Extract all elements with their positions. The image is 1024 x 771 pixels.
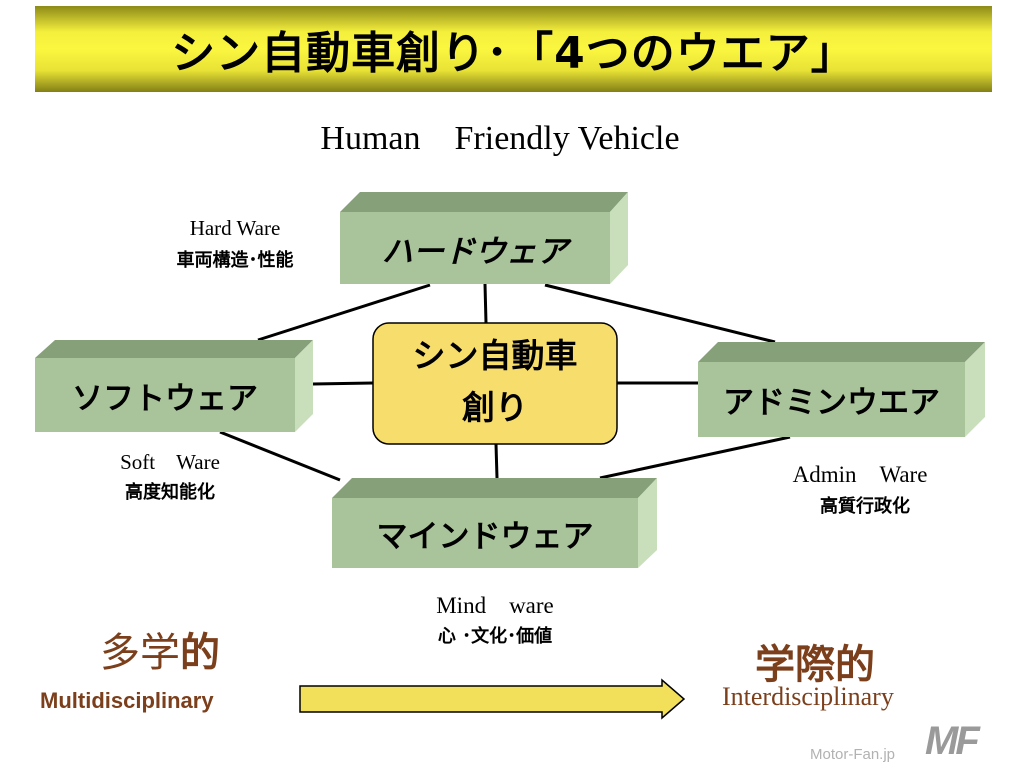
interdisciplinary-en: Interdisciplinary bbox=[722, 682, 894, 711]
hardware-box: ハードウェア bbox=[382, 233, 568, 270]
box-mind-shape bbox=[332, 478, 657, 568]
admin-label-jp: 高質行政化 bbox=[820, 496, 910, 517]
arrow-right-icon bbox=[299, 678, 686, 720]
multidisciplinary-en: Multidisciplinary bbox=[40, 688, 214, 713]
software-box: ソフトウェア bbox=[72, 380, 258, 417]
box-side-face bbox=[638, 478, 657, 568]
adminware-box: アドミンウエア bbox=[723, 385, 940, 421]
box-soft-shape bbox=[35, 340, 313, 432]
connector-line bbox=[599, 435, 791, 480]
soft-label-en: Soft Ware bbox=[120, 450, 220, 474]
title-banner: シン自動車創り･「4つのウエア」 bbox=[35, 6, 992, 92]
box-hard-shape bbox=[340, 192, 628, 284]
connector-line bbox=[219, 430, 341, 482]
center-box: シン自動車 創り bbox=[373, 330, 617, 434]
hard-label-jp: 車両構造･性能 bbox=[176, 250, 294, 271]
box-side-face bbox=[965, 342, 985, 437]
box-front-face bbox=[340, 212, 610, 284]
hard-label-en: Hard Ware bbox=[189, 216, 281, 240]
mindware-box: マインドウェア bbox=[376, 518, 594, 555]
subtitle: Human Friendly Vehicle bbox=[320, 120, 680, 157]
box-front-face bbox=[332, 498, 638, 568]
multi-jp-part: 多学 bbox=[100, 630, 180, 676]
box-top-face bbox=[332, 478, 657, 498]
box-top-face bbox=[340, 192, 628, 212]
admin-label-en: Admin Ware bbox=[792, 462, 928, 487]
soft-label-jp: 高度知能化 bbox=[125, 482, 215, 503]
center-line2: 創り bbox=[462, 388, 528, 427]
mind-label-en: Mind ware bbox=[436, 593, 554, 618]
connector-line bbox=[483, 283, 488, 324]
box-side-face bbox=[610, 192, 628, 284]
connector-line bbox=[312, 381, 374, 386]
connector-line bbox=[494, 443, 499, 479]
watermark-logo: MF bbox=[925, 719, 980, 763]
page-title: シン自動車創り･「4つのウエア」 bbox=[171, 28, 856, 79]
box-side-face bbox=[295, 340, 313, 432]
box-top-face bbox=[698, 342, 985, 362]
multi-jp-suffix: 的 bbox=[180, 630, 220, 676]
box-front-face bbox=[698, 362, 965, 437]
center-box-shape bbox=[372, 322, 618, 445]
watermark-text: Motor-Fan.jp bbox=[810, 746, 896, 763]
box-top-face bbox=[35, 340, 313, 358]
mind-label-jp: 心 ･文化･価値 bbox=[437, 626, 553, 647]
box-front-face bbox=[35, 358, 295, 432]
interdisciplinary-jp: 学際的 bbox=[755, 642, 875, 688]
center-line1: シン自動車 bbox=[412, 336, 578, 375]
connector-lines bbox=[219, 283, 791, 482]
connector-line bbox=[544, 283, 776, 344]
connector-line bbox=[257, 283, 431, 342]
box-admin-shape bbox=[698, 342, 985, 437]
multidisciplinary-jp: 多学的 bbox=[100, 620, 220, 678]
